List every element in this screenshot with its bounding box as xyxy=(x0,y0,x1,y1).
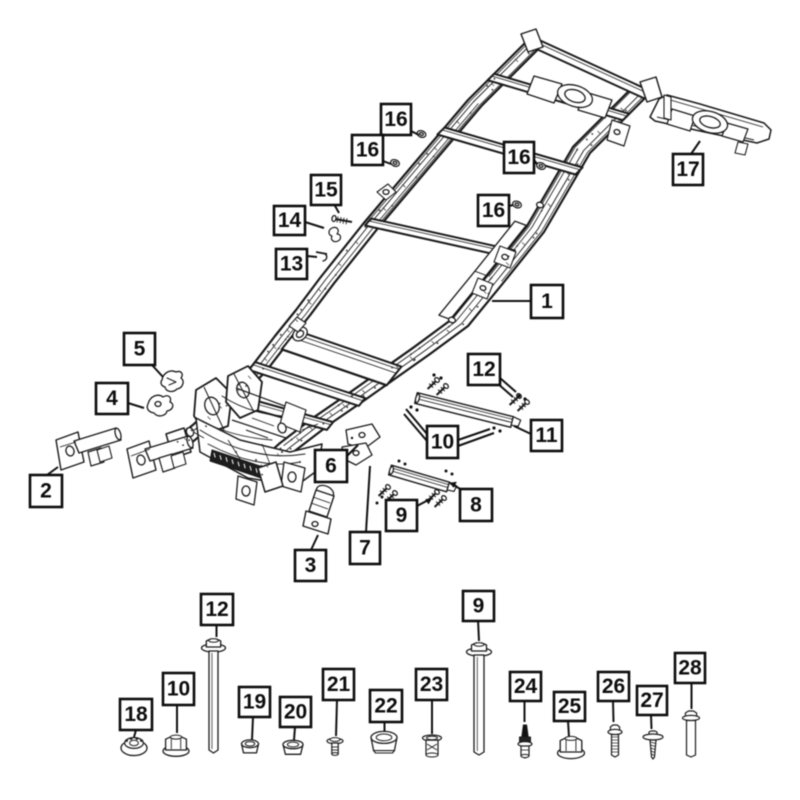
svg-text:12: 12 xyxy=(472,358,495,381)
svg-text:16: 16 xyxy=(507,146,530,169)
svg-text:19: 19 xyxy=(243,691,266,714)
svg-text:15: 15 xyxy=(314,179,338,202)
svg-text:21: 21 xyxy=(327,673,351,696)
svg-text:10: 10 xyxy=(431,431,454,454)
svg-text:28: 28 xyxy=(678,657,702,680)
svg-text:4: 4 xyxy=(106,387,118,410)
svg-text:13: 13 xyxy=(280,253,303,276)
svg-text:3: 3 xyxy=(305,554,317,577)
svg-text:27: 27 xyxy=(640,689,663,712)
svg-text:24: 24 xyxy=(514,675,538,698)
svg-text:20: 20 xyxy=(284,701,307,724)
svg-text:2: 2 xyxy=(40,480,52,503)
svg-text:18: 18 xyxy=(124,703,148,726)
svg-text:11: 11 xyxy=(535,424,558,447)
svg-text:8: 8 xyxy=(470,494,482,517)
svg-text:6: 6 xyxy=(325,455,337,478)
svg-text:1: 1 xyxy=(541,290,553,313)
svg-text:9: 9 xyxy=(473,595,485,618)
svg-text:14: 14 xyxy=(278,209,302,232)
svg-text:16: 16 xyxy=(384,108,407,131)
svg-text:9: 9 xyxy=(396,504,408,527)
svg-text:26: 26 xyxy=(602,675,625,698)
svg-text:10: 10 xyxy=(167,678,190,701)
svg-text:7: 7 xyxy=(359,537,371,560)
svg-text:17: 17 xyxy=(676,158,699,181)
svg-text:5: 5 xyxy=(134,338,146,361)
svg-text:22: 22 xyxy=(374,695,397,718)
svg-text:23: 23 xyxy=(420,673,443,696)
svg-text:25: 25 xyxy=(558,695,582,718)
svg-text:16: 16 xyxy=(356,139,379,162)
svg-text:16: 16 xyxy=(482,199,505,222)
svg-text:12: 12 xyxy=(205,598,228,621)
